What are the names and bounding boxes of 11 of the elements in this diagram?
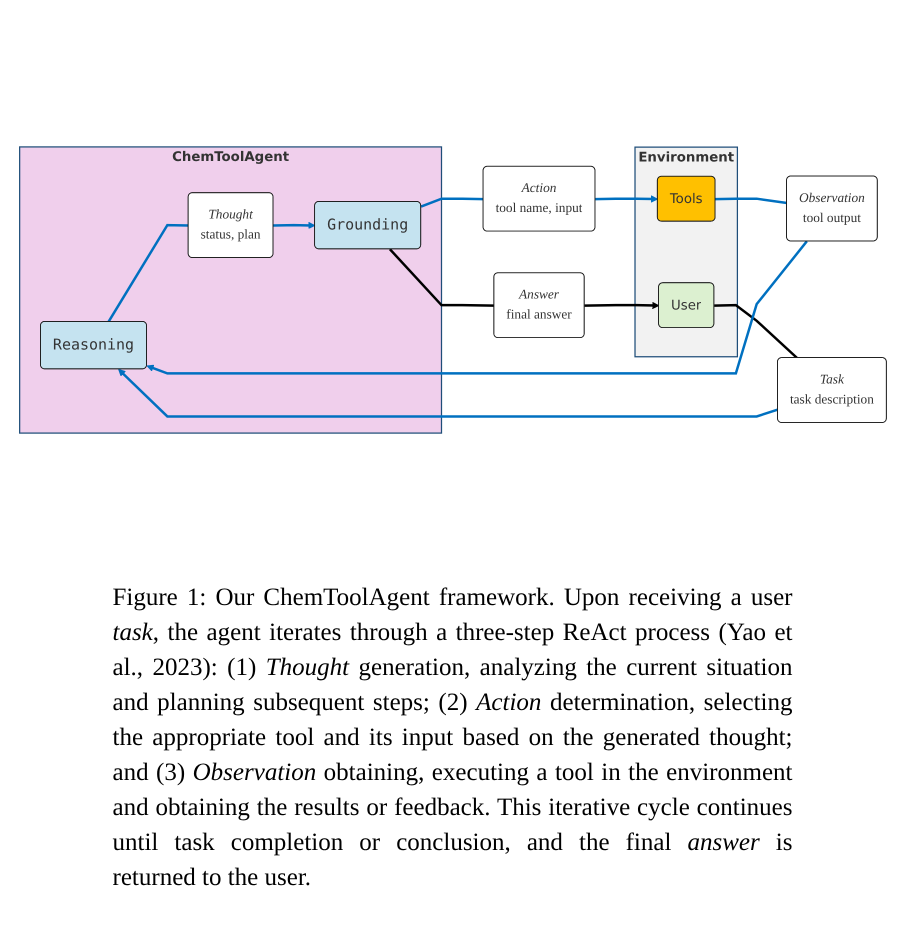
connector	[106, 224, 188, 322]
arrow	[584, 302, 659, 310]
arrow	[118, 368, 778, 418]
arrow	[594, 195, 658, 203]
connector	[388, 248, 494, 307]
connector	[714, 197, 787, 204]
figure-caption: Figure 1: Our ChemToolAgent framework. Upon receiving a user task, the agent iterates through a three-step ReAct process (Yao et al., 2023): (1) Thought generation, analyzing the current situation and planning subsequent steps; (2) Action determination, selecting the appropriate tool and its input based on the generated thought; and (3) Observation obtaining, executing a tool in the environment and obtaining the results or feedback. This iterative cycle continues until task completion or conclusion, and the final answer is returned to the user.	[112, 583, 792, 893]
connector	[714, 304, 798, 359]
arrow	[272, 222, 315, 230]
connector	[420, 197, 484, 208]
arrow	[146, 240, 808, 375]
